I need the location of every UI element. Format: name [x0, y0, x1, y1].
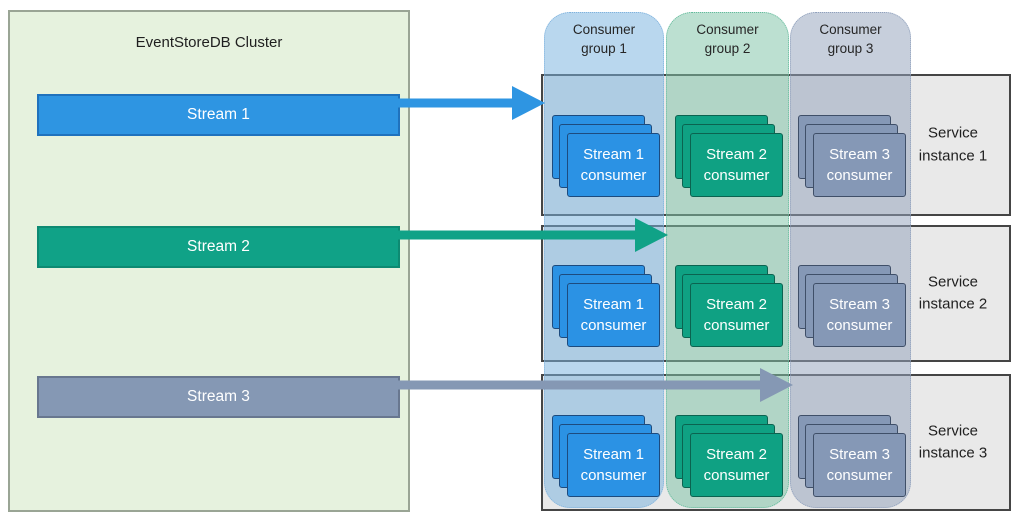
- stream-1-bar: Stream 1: [37, 94, 400, 136]
- consumer-stack-instance1-stream1: Stream 1 consumer: [552, 115, 660, 197]
- stream-2-arrow-icon: [392, 218, 668, 252]
- consumer-card: Stream 2 consumer: [690, 283, 783, 347]
- consumer-stack-instance3-stream1: Stream 1 consumer: [552, 415, 660, 497]
- stream-1-arrow-icon: [392, 86, 545, 120]
- consumer-card-label: Stream 1 consumer: [580, 446, 647, 484]
- consumer-group-3-header: Consumer group 3: [819, 22, 882, 56]
- consumer-group-1-header: Consumer group 1: [572, 22, 636, 56]
- service-instance-1-label: Service instance 1: [918, 124, 988, 165]
- consumer-card: Stream 3 consumer: [813, 133, 906, 197]
- consumer-stack-instance3-stream3: Stream 3 consumer: [798, 415, 906, 497]
- consumer-card: Stream 2 consumer: [690, 433, 783, 497]
- consumer-card-label: Stream 2 consumer: [703, 296, 770, 334]
- cluster-title: EventStoreDB Cluster: [135, 34, 283, 51]
- consumer-stack-instance3-stream2: Stream 2 consumer: [675, 415, 783, 497]
- stream-2-bar: Stream 2: [37, 226, 400, 268]
- consumer-stack-instance1-stream2: Stream 2 consumer: [675, 115, 783, 197]
- stream-3-bar: Stream 3: [37, 376, 400, 418]
- consumer-card-label: Stream 1 consumer: [580, 146, 647, 184]
- consumer-card-label: Stream 1 consumer: [580, 296, 647, 334]
- consumer-card-label: Stream 2 consumer: [703, 446, 770, 484]
- consumer-card: Stream 3 consumer: [813, 283, 906, 347]
- consumer-card-label: Stream 2 consumer: [703, 146, 770, 184]
- consumer-card: Stream 1 consumer: [567, 283, 660, 347]
- service-instance-2-label: Service instance 2: [918, 273, 988, 313]
- consumer-card: Stream 1 consumer: [567, 133, 660, 197]
- stream-3-label: Stream 3: [187, 388, 250, 405]
- consumer-group-2-header: Consumer group 2: [696, 22, 759, 56]
- consumer-card-label: Stream 3 consumer: [826, 146, 893, 184]
- consumer-card: Stream 1 consumer: [567, 433, 660, 497]
- consumer-card-label: Stream 3 consumer: [826, 446, 893, 484]
- stream-2-label: Stream 2: [187, 238, 250, 255]
- consumer-stack-instance2-stream2: Stream 2 consumer: [675, 265, 783, 347]
- consumer-card: Stream 2 consumer: [690, 133, 783, 197]
- eventstoredb-cluster-box: EventStoreDB Cluster Stream 1 Stream 2 S…: [8, 10, 410, 512]
- service-instance-3-label: Service instance 3: [918, 422, 988, 462]
- stream-1-label: Stream 1: [187, 106, 250, 123]
- stream-3-arrow-icon: [392, 368, 793, 402]
- consumer-card-label: Stream 3 consumer: [826, 296, 893, 334]
- consumer-stack-instance2-stream3: Stream 3 consumer: [798, 265, 906, 347]
- consumer-stack-instance2-stream1: Stream 1 consumer: [552, 265, 660, 347]
- consumer-stack-instance1-stream3: Stream 3 consumer: [798, 115, 906, 197]
- consumer-card: Stream 3 consumer: [813, 433, 906, 497]
